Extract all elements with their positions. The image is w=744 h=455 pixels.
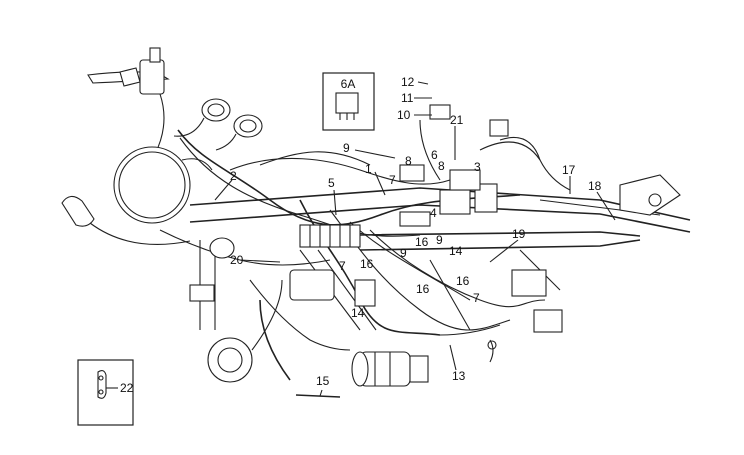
battery-lead bbox=[259, 299, 497, 381]
callout-6A: 6A bbox=[341, 77, 356, 91]
switch-housing-icon bbox=[139, 59, 165, 95]
alternator bbox=[207, 237, 283, 383]
callout-5: 5 bbox=[328, 176, 335, 190]
callout-11: 11 bbox=[401, 91, 414, 105]
callout-18: 18 bbox=[588, 179, 602, 193]
callout-7: 7 bbox=[389, 173, 396, 187]
relay-inset: 6A bbox=[322, 72, 375, 131]
callout-19: 19 bbox=[512, 227, 526, 241]
tail-lamp-icon bbox=[619, 174, 681, 216]
mirror bbox=[61, 195, 191, 245]
callout-20: 20 bbox=[230, 253, 244, 267]
callout-16: 16 bbox=[416, 282, 430, 296]
callout-labels: 12 11 10 21 9 8 6 8 3 1 7 5 2 17 18 4 19… bbox=[230, 75, 602, 388]
callout-9: 9 bbox=[400, 246, 407, 260]
instrument-gauges bbox=[173, 98, 263, 151]
headlight bbox=[113, 146, 213, 224]
brake-lever-assembly bbox=[87, 47, 170, 155]
headlight-icon bbox=[113, 146, 191, 224]
strap-icon bbox=[295, 394, 341, 398]
regulator-icon bbox=[439, 189, 471, 215]
callout-9: 9 bbox=[436, 233, 443, 247]
mirror-icon bbox=[61, 195, 95, 227]
coil-assembly bbox=[189, 269, 376, 307]
callout-2: 2 bbox=[230, 169, 237, 183]
wire-strap bbox=[295, 394, 341, 398]
clip-inset: 22 bbox=[77, 359, 134, 426]
leader-lines bbox=[214, 81, 616, 397]
callout-8: 8 bbox=[405, 154, 412, 168]
callout-9: 9 bbox=[343, 141, 350, 155]
relay-icon bbox=[335, 92, 359, 114]
fuse-icon bbox=[429, 104, 451, 120]
gauge-icon bbox=[201, 98, 231, 122]
callout-4: 4 bbox=[430, 206, 437, 220]
callout-15: 15 bbox=[316, 374, 330, 388]
callout-16: 16 bbox=[360, 257, 374, 271]
callout-14: 14 bbox=[449, 244, 463, 258]
callout-17: 17 bbox=[562, 163, 576, 177]
alternator-icon bbox=[207, 337, 253, 383]
coil-icon bbox=[289, 269, 335, 301]
callout-7: 7 bbox=[473, 291, 480, 305]
rear-connector bbox=[489, 119, 563, 333]
starter-motor bbox=[351, 351, 429, 387]
callout-22: 22 bbox=[120, 381, 134, 395]
clip-icon bbox=[97, 370, 107, 399]
rear-lamp bbox=[619, 174, 681, 216]
callout-1: 1 bbox=[365, 162, 372, 176]
callout-3: 3 bbox=[474, 160, 481, 174]
connector-cluster bbox=[299, 104, 498, 248]
callout-10: 10 bbox=[397, 108, 411, 122]
callout-7: 7 bbox=[339, 259, 346, 273]
callout-16: 16 bbox=[415, 235, 429, 249]
callout-16: 16 bbox=[456, 274, 470, 288]
gauge-icon bbox=[233, 114, 263, 138]
callout-6: 6 bbox=[431, 148, 438, 162]
callout-21: 21 bbox=[450, 113, 464, 127]
frame bbox=[189, 187, 691, 331]
callout-13: 13 bbox=[452, 369, 466, 383]
callout-14: 14 bbox=[351, 306, 365, 320]
callout-12: 12 bbox=[401, 75, 415, 89]
callout-8: 8 bbox=[438, 159, 445, 173]
